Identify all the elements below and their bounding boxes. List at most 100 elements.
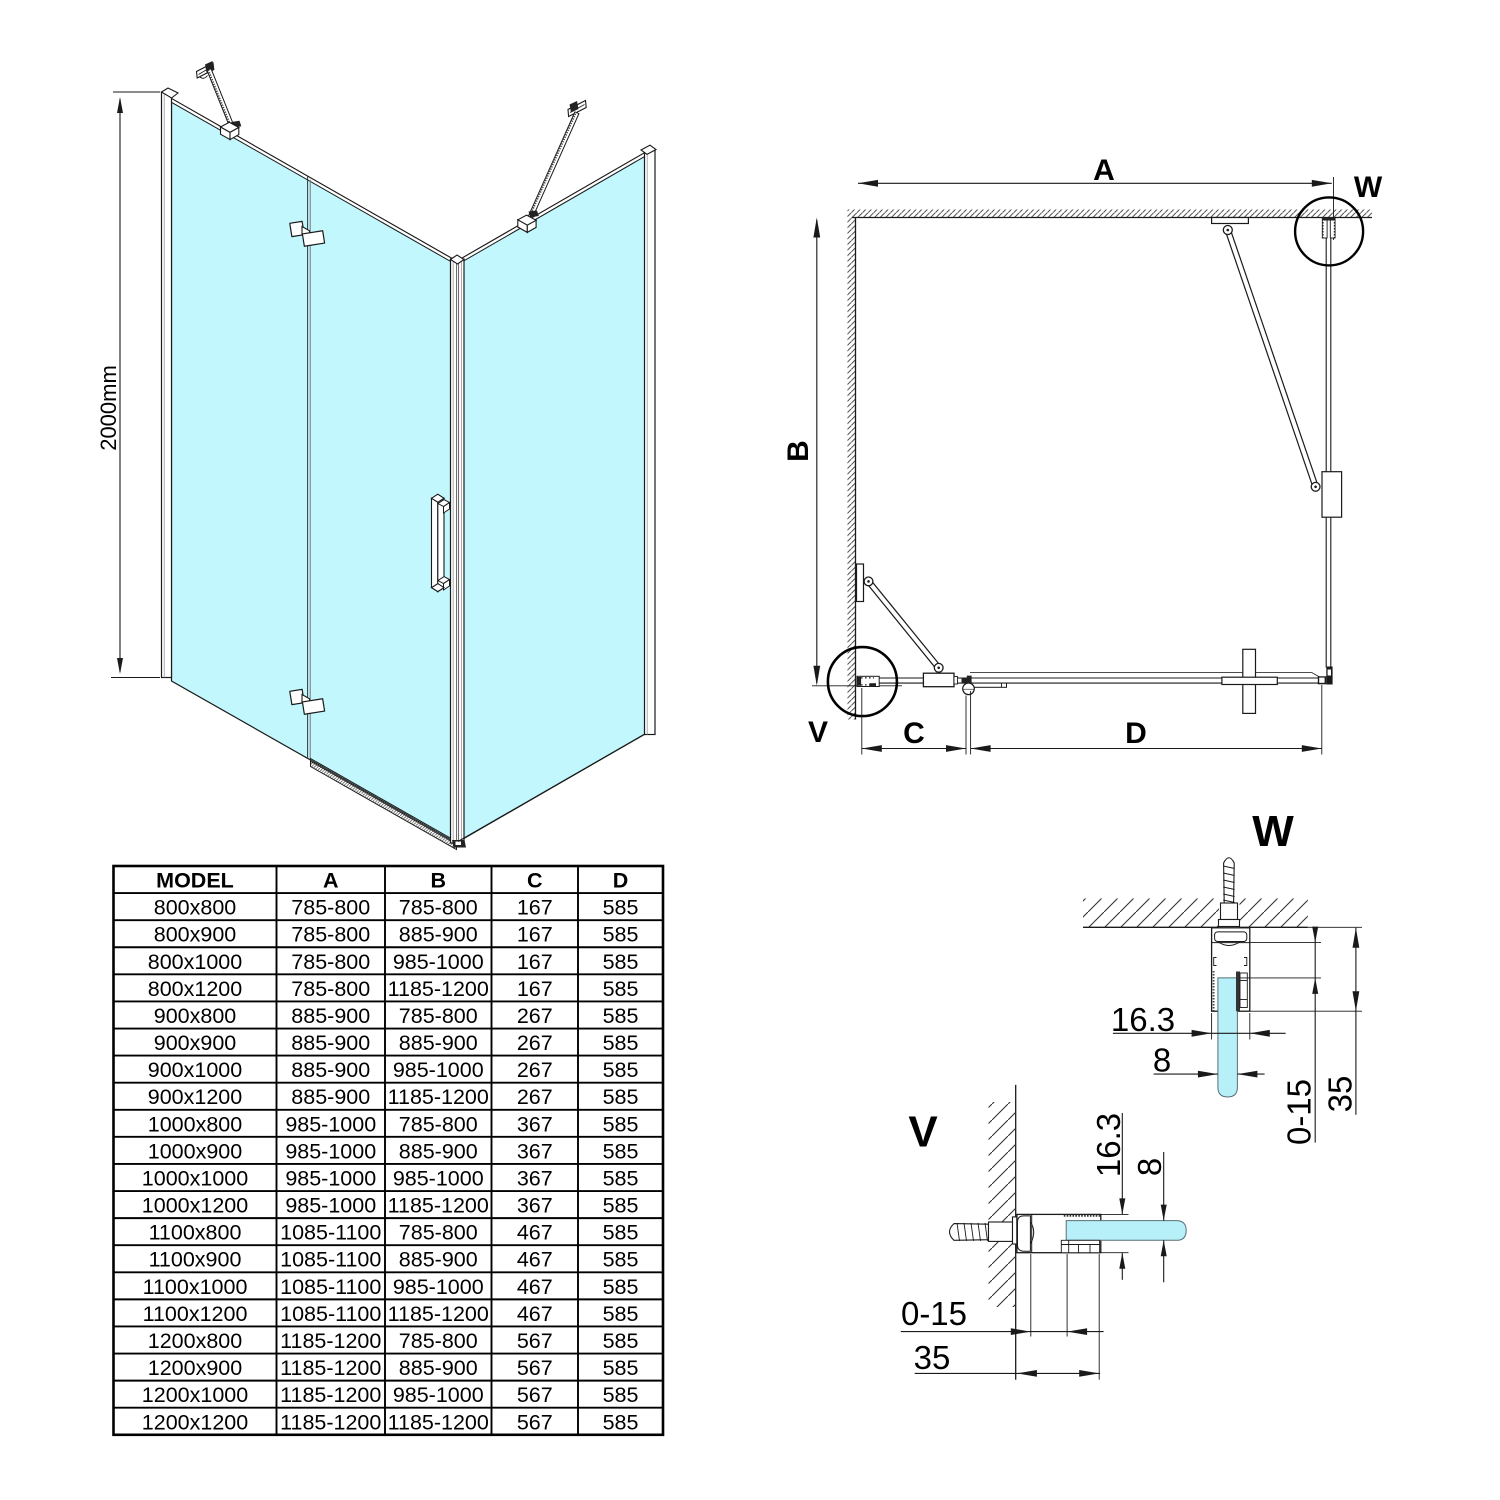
svg-text:585: 585 [603,1031,639,1055]
svg-text:367: 367 [517,1166,553,1190]
svg-text:1000x900: 1000x900 [148,1139,242,1163]
svg-text:B: B [782,440,815,462]
svg-text:785-800: 785-800 [399,1112,478,1136]
svg-text:167: 167 [517,896,553,920]
svg-text:35: 35 [914,1339,951,1376]
svg-text:2000mm: 2000mm [96,365,121,451]
svg-text:1100x1000: 1100x1000 [143,1275,248,1299]
svg-text:585: 585 [603,1058,639,1082]
svg-text:985-1000: 985-1000 [285,1139,376,1163]
svg-text:267: 267 [517,1004,553,1028]
svg-text:885-900: 885-900 [399,1031,478,1055]
svg-text:585: 585 [603,950,639,974]
svg-text:785-800: 785-800 [399,896,478,920]
svg-text:1185-1200: 1185-1200 [280,1356,381,1380]
svg-text:585: 585 [603,1410,639,1434]
svg-text:1200x800: 1200x800 [148,1329,242,1353]
svg-text:V: V [908,1108,938,1157]
svg-text:267: 267 [517,1085,553,1109]
svg-text:785-800: 785-800 [399,1329,478,1353]
svg-text:1185-1200: 1185-1200 [388,977,489,1001]
svg-text:16.3: 16.3 [1111,1001,1175,1038]
svg-text:8: 8 [1131,1158,1168,1176]
svg-text:885-900: 885-900 [291,1058,370,1082]
svg-text:367: 367 [517,1139,553,1163]
svg-text:567: 567 [517,1329,553,1353]
svg-text:585: 585 [603,1139,639,1163]
svg-text:16.3: 16.3 [1090,1113,1127,1177]
svg-text:467: 467 [517,1248,553,1272]
svg-text:1000x1200: 1000x1200 [142,1194,248,1218]
svg-text:B: B [430,869,446,893]
svg-text:985-1000: 985-1000 [393,1383,484,1407]
svg-text:800x900: 800x900 [154,923,237,947]
svg-text:567: 567 [517,1383,553,1407]
svg-text:C: C [903,717,925,750]
svg-text:885-900: 885-900 [291,1031,370,1055]
svg-text:567: 567 [517,1356,553,1380]
svg-text:585: 585 [603,1302,639,1326]
svg-text:1185-1200: 1185-1200 [388,1085,489,1109]
svg-text:1100x900: 1100x900 [149,1248,242,1272]
svg-text:885-900: 885-900 [399,923,478,947]
svg-text:885-900: 885-900 [399,1139,478,1163]
svg-text:467: 467 [517,1221,553,1245]
svg-text:8: 8 [1153,1042,1171,1079]
svg-text:985-1000: 985-1000 [393,1058,484,1082]
svg-text:167: 167 [517,950,553,974]
svg-text:1085-1100: 1085-1100 [280,1221,381,1245]
svg-text:V: V [808,716,828,749]
svg-text:785-800: 785-800 [399,1004,478,1028]
svg-text:585: 585 [603,896,639,920]
svg-text:467: 467 [517,1275,553,1299]
svg-text:585: 585 [603,1383,639,1407]
svg-text:A: A [1093,154,1115,187]
svg-text:1185-1200: 1185-1200 [388,1410,489,1434]
svg-text:885-900: 885-900 [291,1085,370,1109]
svg-text:785-800: 785-800 [291,950,370,974]
svg-text:900x900: 900x900 [154,1031,237,1055]
svg-text:585: 585 [603,1221,639,1245]
svg-text:367: 367 [517,1194,553,1218]
svg-text:1100x1200: 1100x1200 [143,1302,248,1326]
svg-text:585: 585 [603,1356,639,1380]
svg-text:585: 585 [603,1085,639,1109]
svg-text:D: D [1125,717,1147,750]
svg-text:585: 585 [603,1004,639,1028]
svg-text:800x1200: 800x1200 [148,977,242,1001]
svg-text:167: 167 [517,977,553,1001]
svg-text:985-1000: 985-1000 [285,1194,376,1218]
svg-text:1200x1000: 1200x1000 [142,1383,248,1407]
svg-text:1185-1200: 1185-1200 [388,1194,489,1218]
svg-text:985-1000: 985-1000 [285,1112,376,1136]
svg-text:585: 585 [603,1329,639,1353]
svg-text:1185-1200: 1185-1200 [388,1302,489,1326]
svg-text:885-900: 885-900 [399,1248,478,1272]
svg-text:567: 567 [517,1410,553,1434]
svg-text:1085-1100: 1085-1100 [280,1302,381,1326]
svg-text:585: 585 [603,1112,639,1136]
svg-text:585: 585 [603,1194,639,1218]
svg-text:785-800: 785-800 [291,923,370,947]
svg-text:167: 167 [517,923,553,947]
svg-text:35: 35 [1322,1076,1359,1113]
svg-text:A: A [323,869,339,893]
svg-text:267: 267 [517,1031,553,1055]
svg-text:985-1000: 985-1000 [393,1275,484,1299]
svg-text:1200x1200: 1200x1200 [142,1410,248,1434]
svg-text:885-900: 885-900 [291,1004,370,1028]
svg-text:1185-1200: 1185-1200 [280,1329,381,1353]
svg-text:467: 467 [517,1302,553,1326]
svg-text:900x800: 900x800 [154,1004,237,1028]
svg-text:585: 585 [603,1275,639,1299]
svg-text:885-900: 885-900 [399,1356,478,1380]
svg-text:585: 585 [603,923,639,947]
svg-text:785-800: 785-800 [291,977,370,1001]
svg-text:367: 367 [517,1112,553,1136]
svg-text:W: W [1354,171,1383,204]
svg-text:985-1000: 985-1000 [393,1166,484,1190]
svg-text:267: 267 [517,1058,553,1082]
svg-text:985-1000: 985-1000 [285,1166,376,1190]
svg-text:800x800: 800x800 [154,896,237,920]
svg-text:585: 585 [603,977,639,1001]
